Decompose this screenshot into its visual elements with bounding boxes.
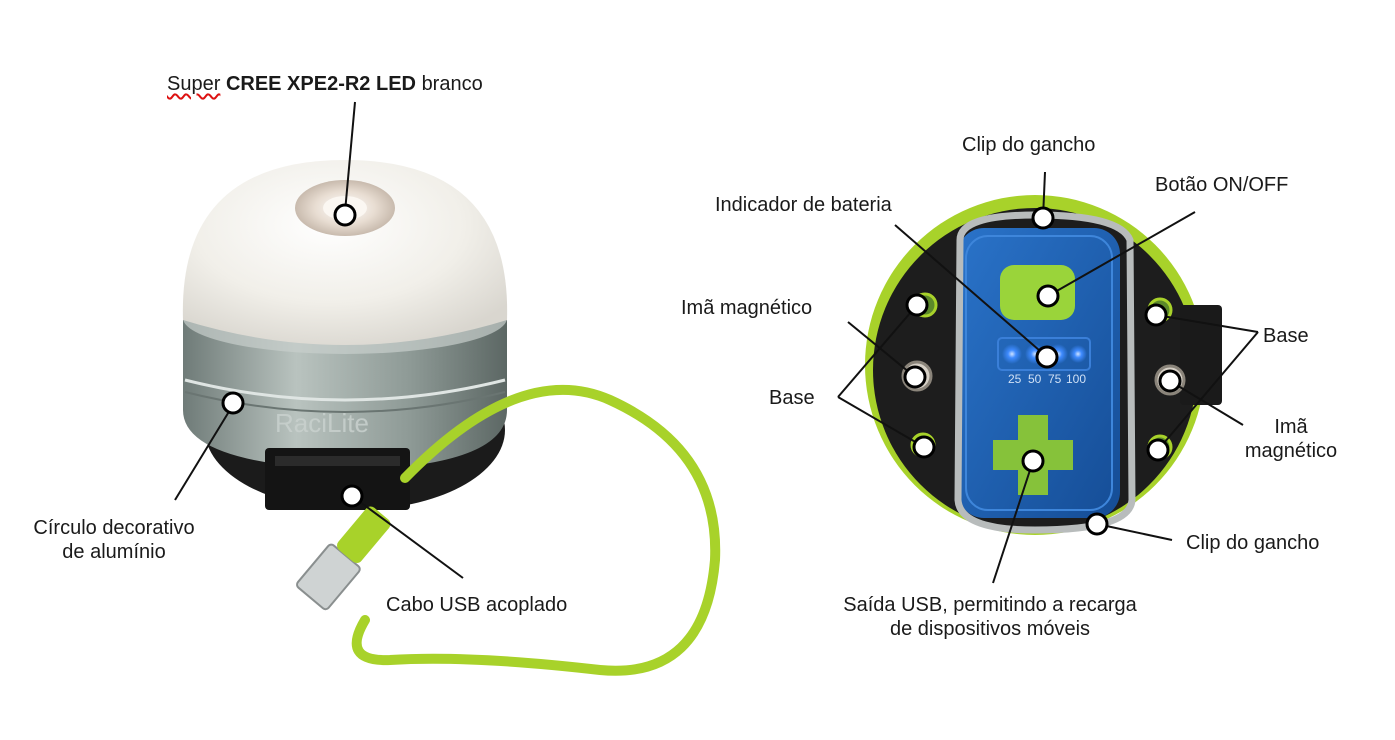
dot-base-left-top (905, 293, 929, 317)
dot-usb-output (1021, 449, 1045, 473)
label-decorative-ring: Círculo decorativo de alumínio (14, 516, 214, 564)
callout-dots (221, 203, 1182, 536)
dot-base-right-top (1144, 303, 1168, 327)
dot-clip-bottom (1085, 512, 1109, 536)
label-usb-output: Saída USB, permitindo a recarga de dispo… (795, 593, 1185, 641)
label-usb-output-line2: de dispositivos móveis (889, 618, 1091, 640)
dot-base-left-bottom (912, 435, 936, 459)
label-magnet-right: Imã magnético (1226, 415, 1356, 463)
label-base-right: Base (1263, 325, 1309, 347)
label-magnet-right-line2: magnético (1244, 440, 1338, 462)
dot-power (1036, 284, 1060, 308)
battery-level-25: 25 (1008, 372, 1022, 386)
battery-level-100: 100 (1066, 372, 1086, 386)
dot-battery (1035, 345, 1059, 369)
label-decorative-ring-line1: Círculo decorativo (33, 517, 195, 539)
label-base-left: Base (769, 387, 815, 409)
dot-magnet-left (903, 365, 927, 389)
battery-level-50: 50 (1028, 372, 1042, 386)
dot-base-right-bottom (1146, 438, 1170, 462)
usb-cable-wire (351, 384, 721, 676)
aluminum-ring (183, 318, 507, 470)
dot-cable (340, 484, 364, 508)
battery-level-75: 75 (1048, 372, 1062, 386)
brand-logo: RaciLite (275, 408, 369, 438)
label-hook-clip-top: Clip do gancho (962, 134, 1096, 156)
battery-frame (997, 337, 1091, 371)
label-led-suffix: branco (421, 73, 483, 95)
label-magnet-right-line1: Imã (1274, 416, 1308, 438)
metal-hook-clip (954, 211, 1136, 534)
dot-magnet-right (1158, 369, 1182, 393)
dot-ring (221, 391, 245, 415)
lantern-side-view: RaciLite (182, 160, 721, 676)
label-led-prefix: Super (167, 73, 221, 95)
label-decorative-ring-line2: de alumínio (62, 541, 166, 563)
label-magnet-left: Imã magnético (681, 297, 813, 319)
light-dome (182, 160, 508, 345)
dot-clip-top (1031, 206, 1055, 230)
label-led-bold: CREE XPE2-R2 LED (225, 73, 416, 95)
label-usb-cable: Cabo USB acoplado (386, 594, 568, 616)
label-power-button: Botão ON/OFF (1155, 174, 1289, 196)
leader-lines (174, 101, 1259, 584)
label-battery-indicator: Indicador de bateria (715, 194, 892, 216)
label-led: Super CREE XPE2-R2 LED branco (167, 72, 483, 96)
label-hook-clip-bottom: Clip do gancho (1186, 532, 1320, 554)
usb-plug (296, 506, 391, 611)
label-usb-output-line1: Saída USB, permitindo a recarga (843, 594, 1137, 616)
dot-led (333, 203, 357, 227)
